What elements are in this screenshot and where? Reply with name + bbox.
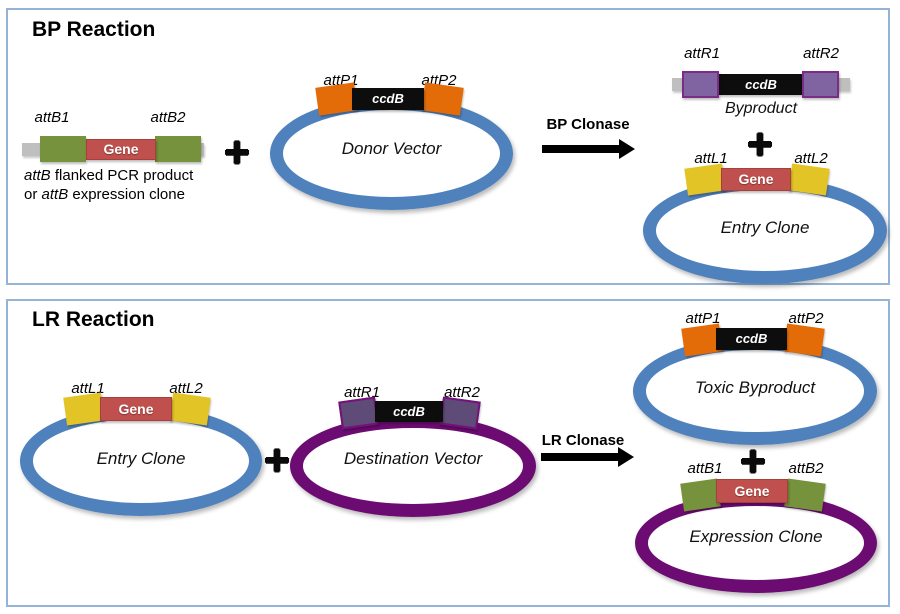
lr-destination-vector-name: Destination Vector bbox=[343, 449, 483, 468]
lr-toxic-byproduct-name: Toxic Byproduct bbox=[694, 378, 816, 397]
lr-panel-title: LR Reaction bbox=[32, 308, 155, 331]
arrow-head-icon bbox=[619, 139, 635, 159]
bp-substrate-caption-line2: or attB expression clone bbox=[24, 185, 193, 204]
caption-attb-italic-1: attB bbox=[24, 167, 51, 184]
bp-attl1-label: attL1 bbox=[694, 150, 728, 167]
lr-attb1-segment bbox=[680, 478, 721, 512]
lr-destination-ccdb-cassette: ccdB bbox=[375, 401, 443, 422]
bp-byproduct-name: Byproduct bbox=[724, 100, 798, 117]
caption-attb-italic-2: attB bbox=[41, 186, 69, 203]
lr-attb2-segment bbox=[784, 478, 826, 512]
lr-attp1-label: attP1 bbox=[685, 310, 721, 327]
plus-icon: + bbox=[747, 120, 773, 169]
bp-donor-ccdb-cassette: ccdB bbox=[352, 88, 424, 110]
lr-entry-gene-cassette: Gene bbox=[100, 397, 172, 421]
bp-attr2-segment bbox=[802, 71, 839, 98]
bp-byproduct-ccdb-cassette: ccdB bbox=[718, 74, 804, 95]
bp-clonase-label: BP Clonase bbox=[546, 116, 630, 133]
bp-attl2-label: attL2 bbox=[794, 150, 828, 167]
plus-icon: + bbox=[224, 128, 250, 177]
bp-entry-clone-name: Entry Clone bbox=[720, 218, 810, 237]
lr-expression-clone-name: Expression Clone bbox=[689, 527, 823, 546]
bp-attr1-label: attR1 bbox=[684, 45, 720, 62]
reaction-arrow-icon bbox=[542, 139, 635, 159]
bp-substrate-caption: attB flanked PCR product or attB express… bbox=[24, 166, 193, 204]
bp-attr2-label: attR2 bbox=[803, 45, 839, 62]
bp-attb1-label: attB1 bbox=[34, 109, 70, 126]
caption-pre-2: or bbox=[24, 186, 42, 203]
plus-icon: + bbox=[740, 437, 766, 486]
lr-attb2-label: attB2 bbox=[788, 460, 824, 477]
bp-substrate-gene-cassette: Gene bbox=[86, 139, 156, 160]
arrow-head-icon bbox=[618, 447, 634, 467]
lr-attb1-label: attB1 bbox=[687, 460, 723, 477]
plus-icon: + bbox=[264, 436, 290, 485]
bp-panel-title: BP Reaction bbox=[32, 18, 156, 41]
lr-toxic-ccdb-cassette: ccdB bbox=[716, 328, 787, 350]
lr-entry-clone-name: Entry Clone bbox=[96, 449, 186, 468]
lr-clonase-label: LR Clonase bbox=[541, 432, 625, 449]
bp-attr1-segment bbox=[682, 71, 719, 98]
bp-entry-gene-cassette: Gene bbox=[721, 168, 791, 191]
bp-attb2-label: attB2 bbox=[150, 109, 186, 126]
lr-attr2-label: attR2 bbox=[444, 384, 480, 401]
caption-rest-1: flanked PCR product bbox=[50, 167, 194, 184]
bp-attb2-segment bbox=[155, 136, 201, 162]
lr-attp2-label: attP2 bbox=[788, 310, 824, 327]
bp-substrate-caption-line1: attB flanked PCR product bbox=[24, 166, 193, 185]
lr-expression-gene-cassette: Gene bbox=[716, 479, 788, 503]
bp-donor-vector-name: Donor Vector bbox=[341, 139, 442, 158]
reaction-arrow-icon bbox=[541, 447, 634, 467]
caption-rest-2: expression clone bbox=[68, 186, 185, 203]
bp-attb1-segment bbox=[40, 136, 86, 162]
